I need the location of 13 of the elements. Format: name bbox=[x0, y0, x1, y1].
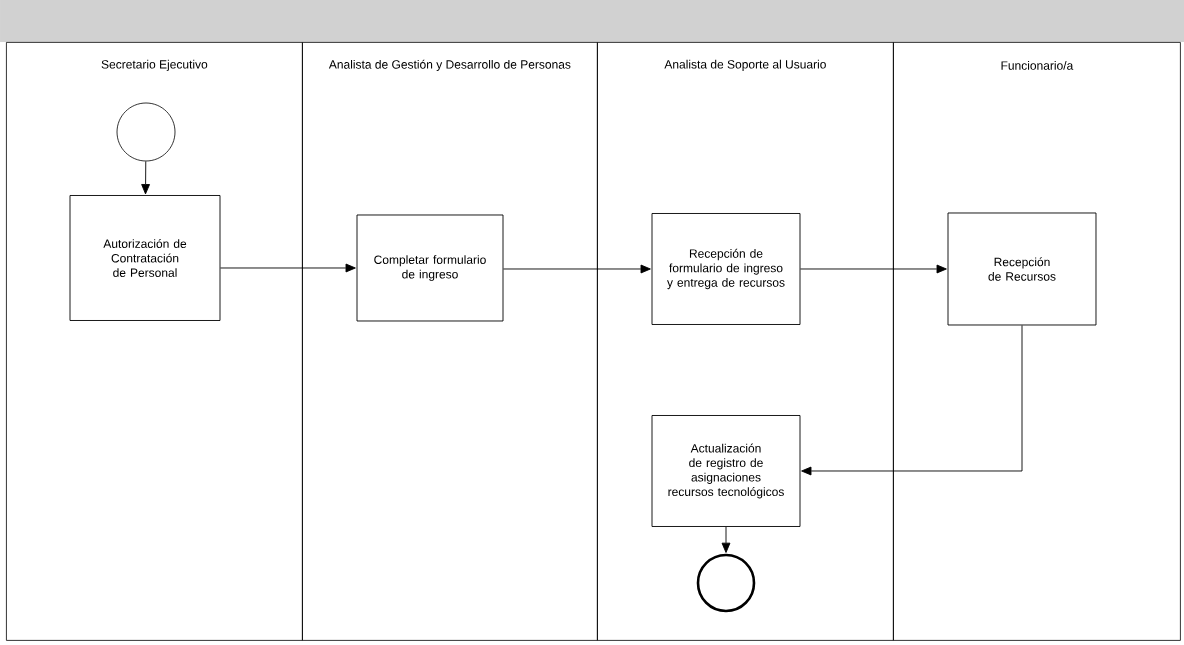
end-circle bbox=[696, 553, 756, 613]
process-box: Recepción de formulario de ingreso y entrega de recursos bbox=[651, 213, 801, 325]
arrow bbox=[220, 263, 356, 273]
arrow bbox=[800, 264, 947, 274]
arrow bbox=[503, 264, 651, 274]
process-box: Autorización de Contratación de Personal bbox=[69, 195, 221, 321]
arrow bbox=[721, 526, 731, 553]
process-box: Recepción de Recursos bbox=[947, 212, 1097, 326]
arrow bbox=[801, 325, 1023, 476]
arrow bbox=[141, 160, 150, 195]
process-box: Completar formulario de ingreso bbox=[356, 214, 504, 322]
process-box: Actualización de registro de asignaciones recursos tecnológicos bbox=[651, 415, 801, 527]
start-circle bbox=[116, 102, 176, 162]
